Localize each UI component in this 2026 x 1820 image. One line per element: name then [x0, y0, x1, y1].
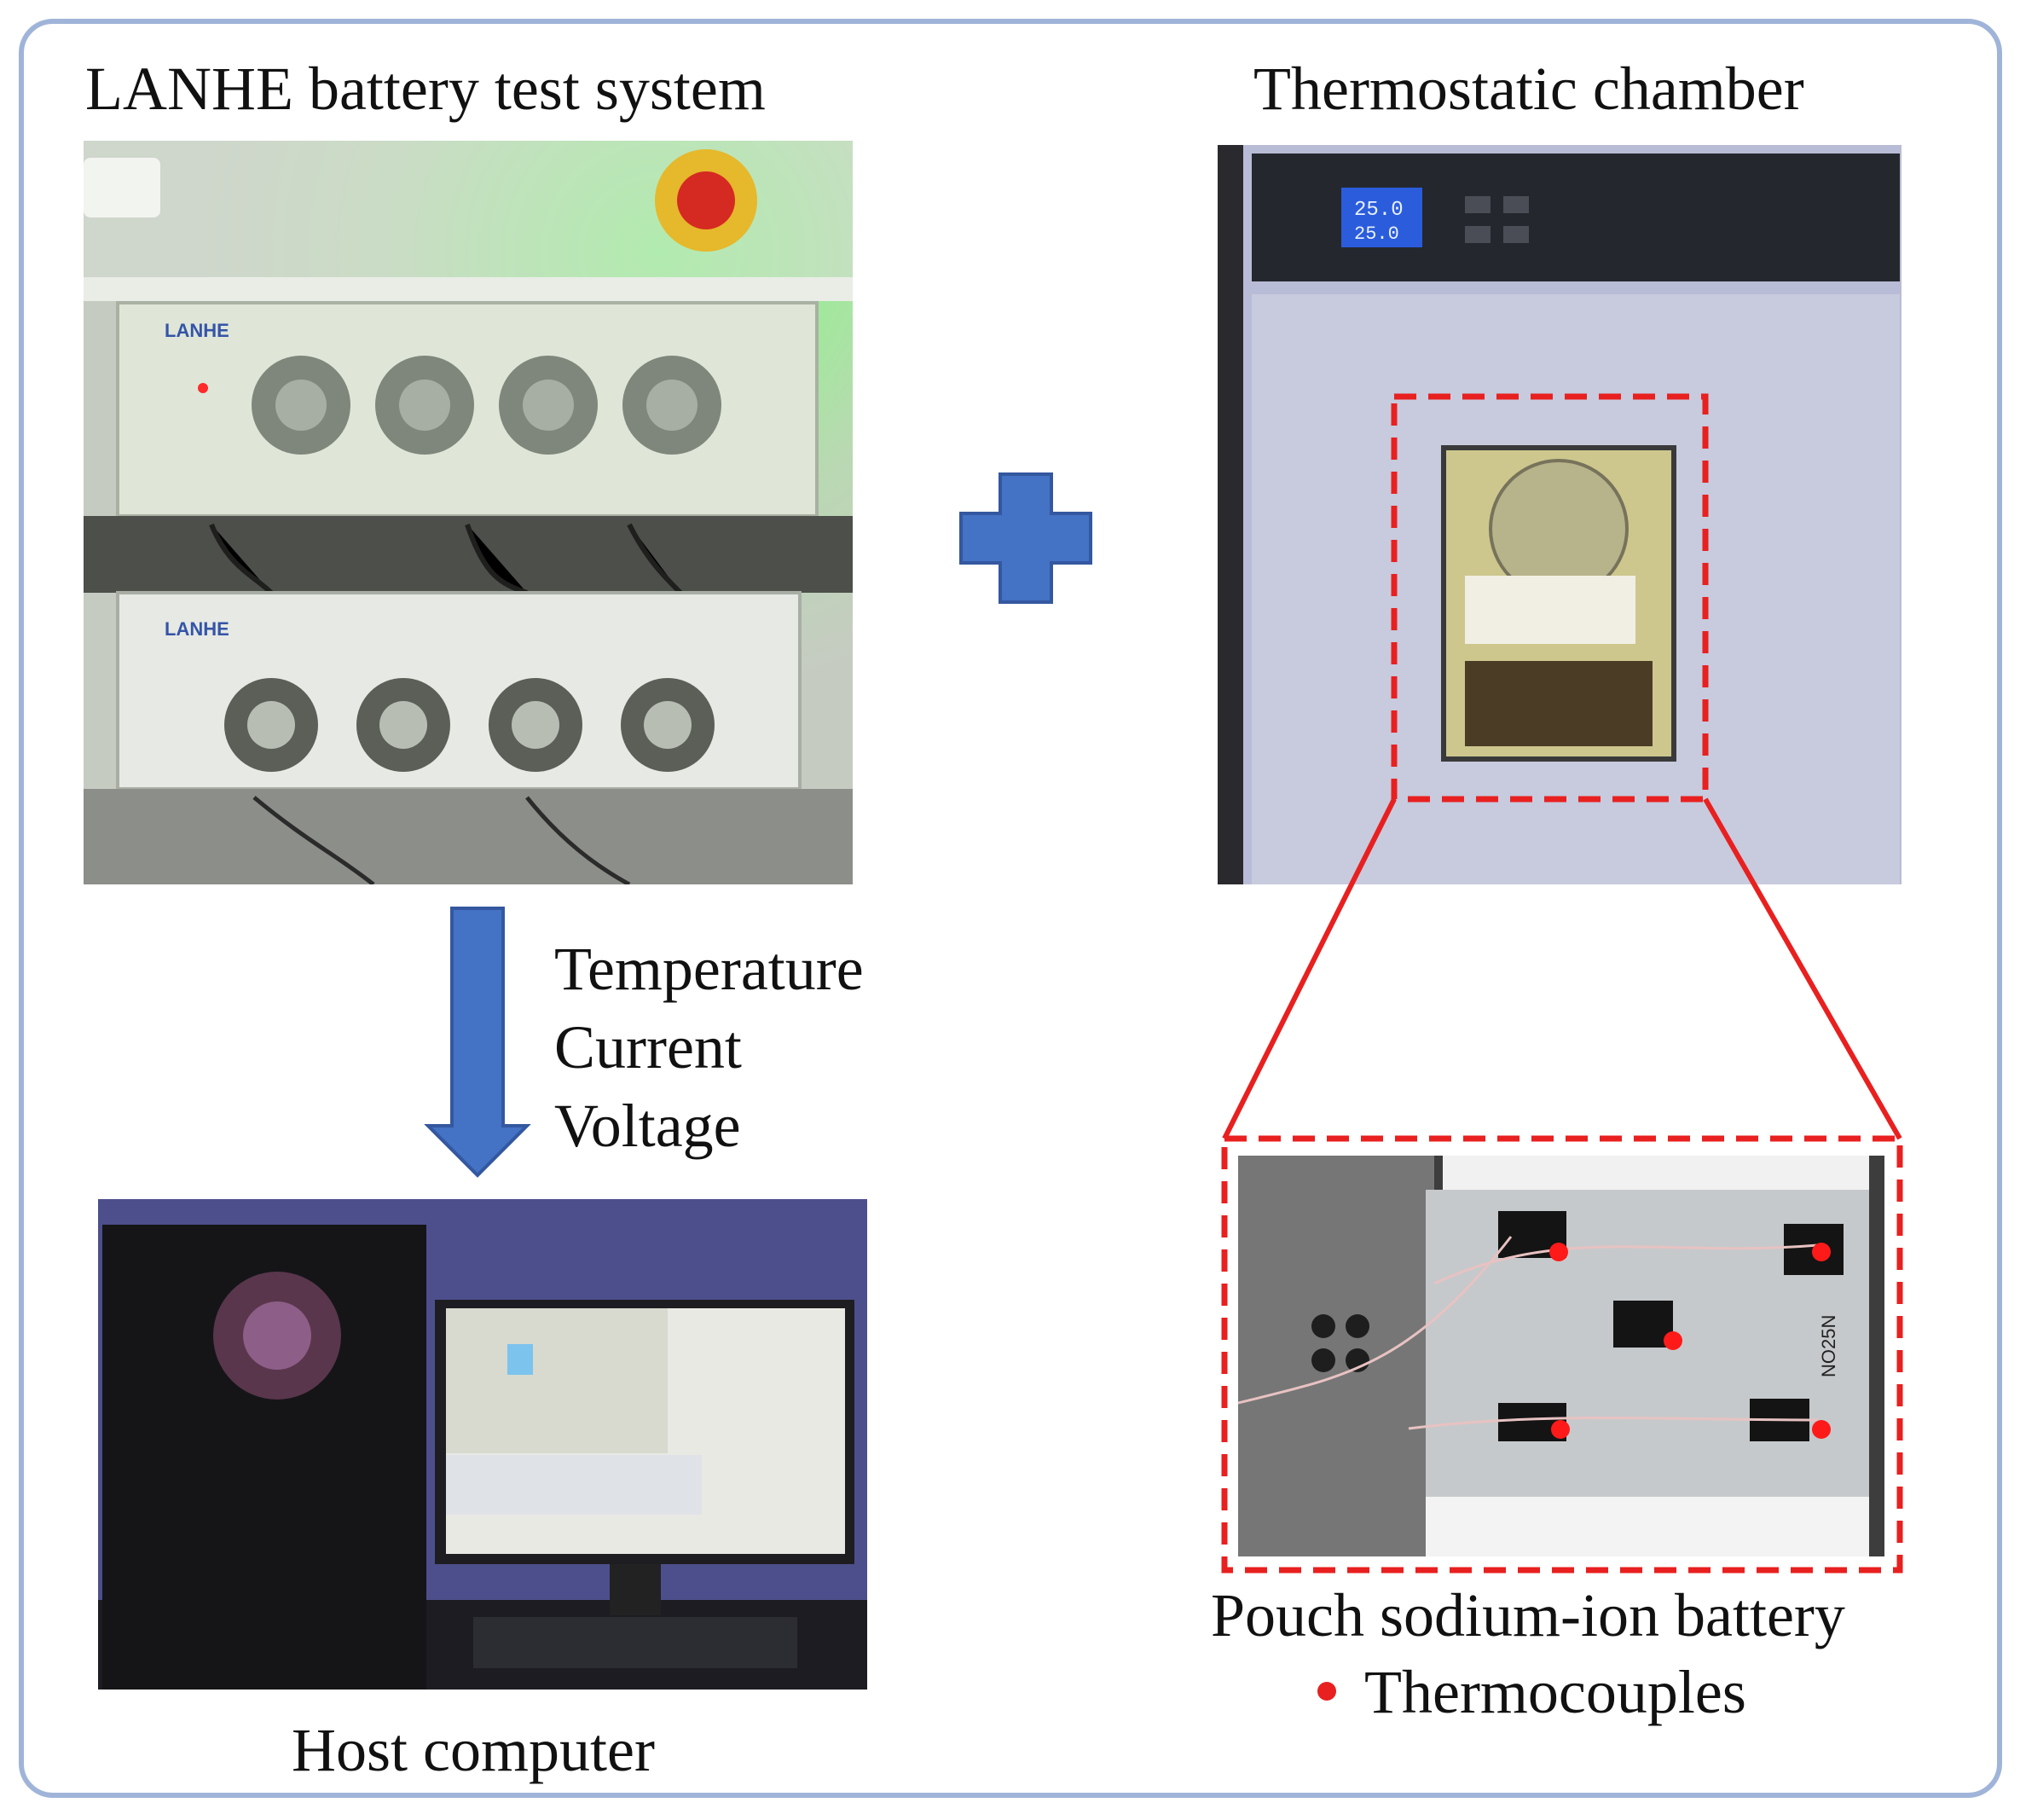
- chamber-title: Thermostatic chamber: [1253, 55, 1804, 123]
- host-computer-photo: [98, 1199, 867, 1690]
- thermocouple-legend-label: Thermocouples: [1364, 1658, 1746, 1726]
- chamber-display-actual: 25.0: [1354, 223, 1399, 245]
- signal-voltage: Voltage: [554, 1092, 741, 1160]
- pouch-marking-text: NO25N: [1818, 1315, 1839, 1377]
- tester-photo: LANHE LANHE: [84, 141, 853, 884]
- pouch-photo: NO25N: [1238, 1156, 1884, 1556]
- brand-bottom-text: LANHE: [165, 618, 229, 640]
- brand-top-text: LANHE: [165, 320, 229, 341]
- chamber-display-set: 25.0: [1354, 199, 1404, 222]
- tester-title: LANHE battery test system: [85, 55, 766, 123]
- chamber-photo: 25.0 25.0: [1218, 145, 1902, 884]
- signal-temperature: Temperature: [554, 935, 864, 1003]
- signal-current: Current: [554, 1013, 742, 1081]
- pouch-title: Pouch sodium-ion battery: [1211, 1581, 1845, 1649]
- host-title: Host computer: [292, 1716, 655, 1784]
